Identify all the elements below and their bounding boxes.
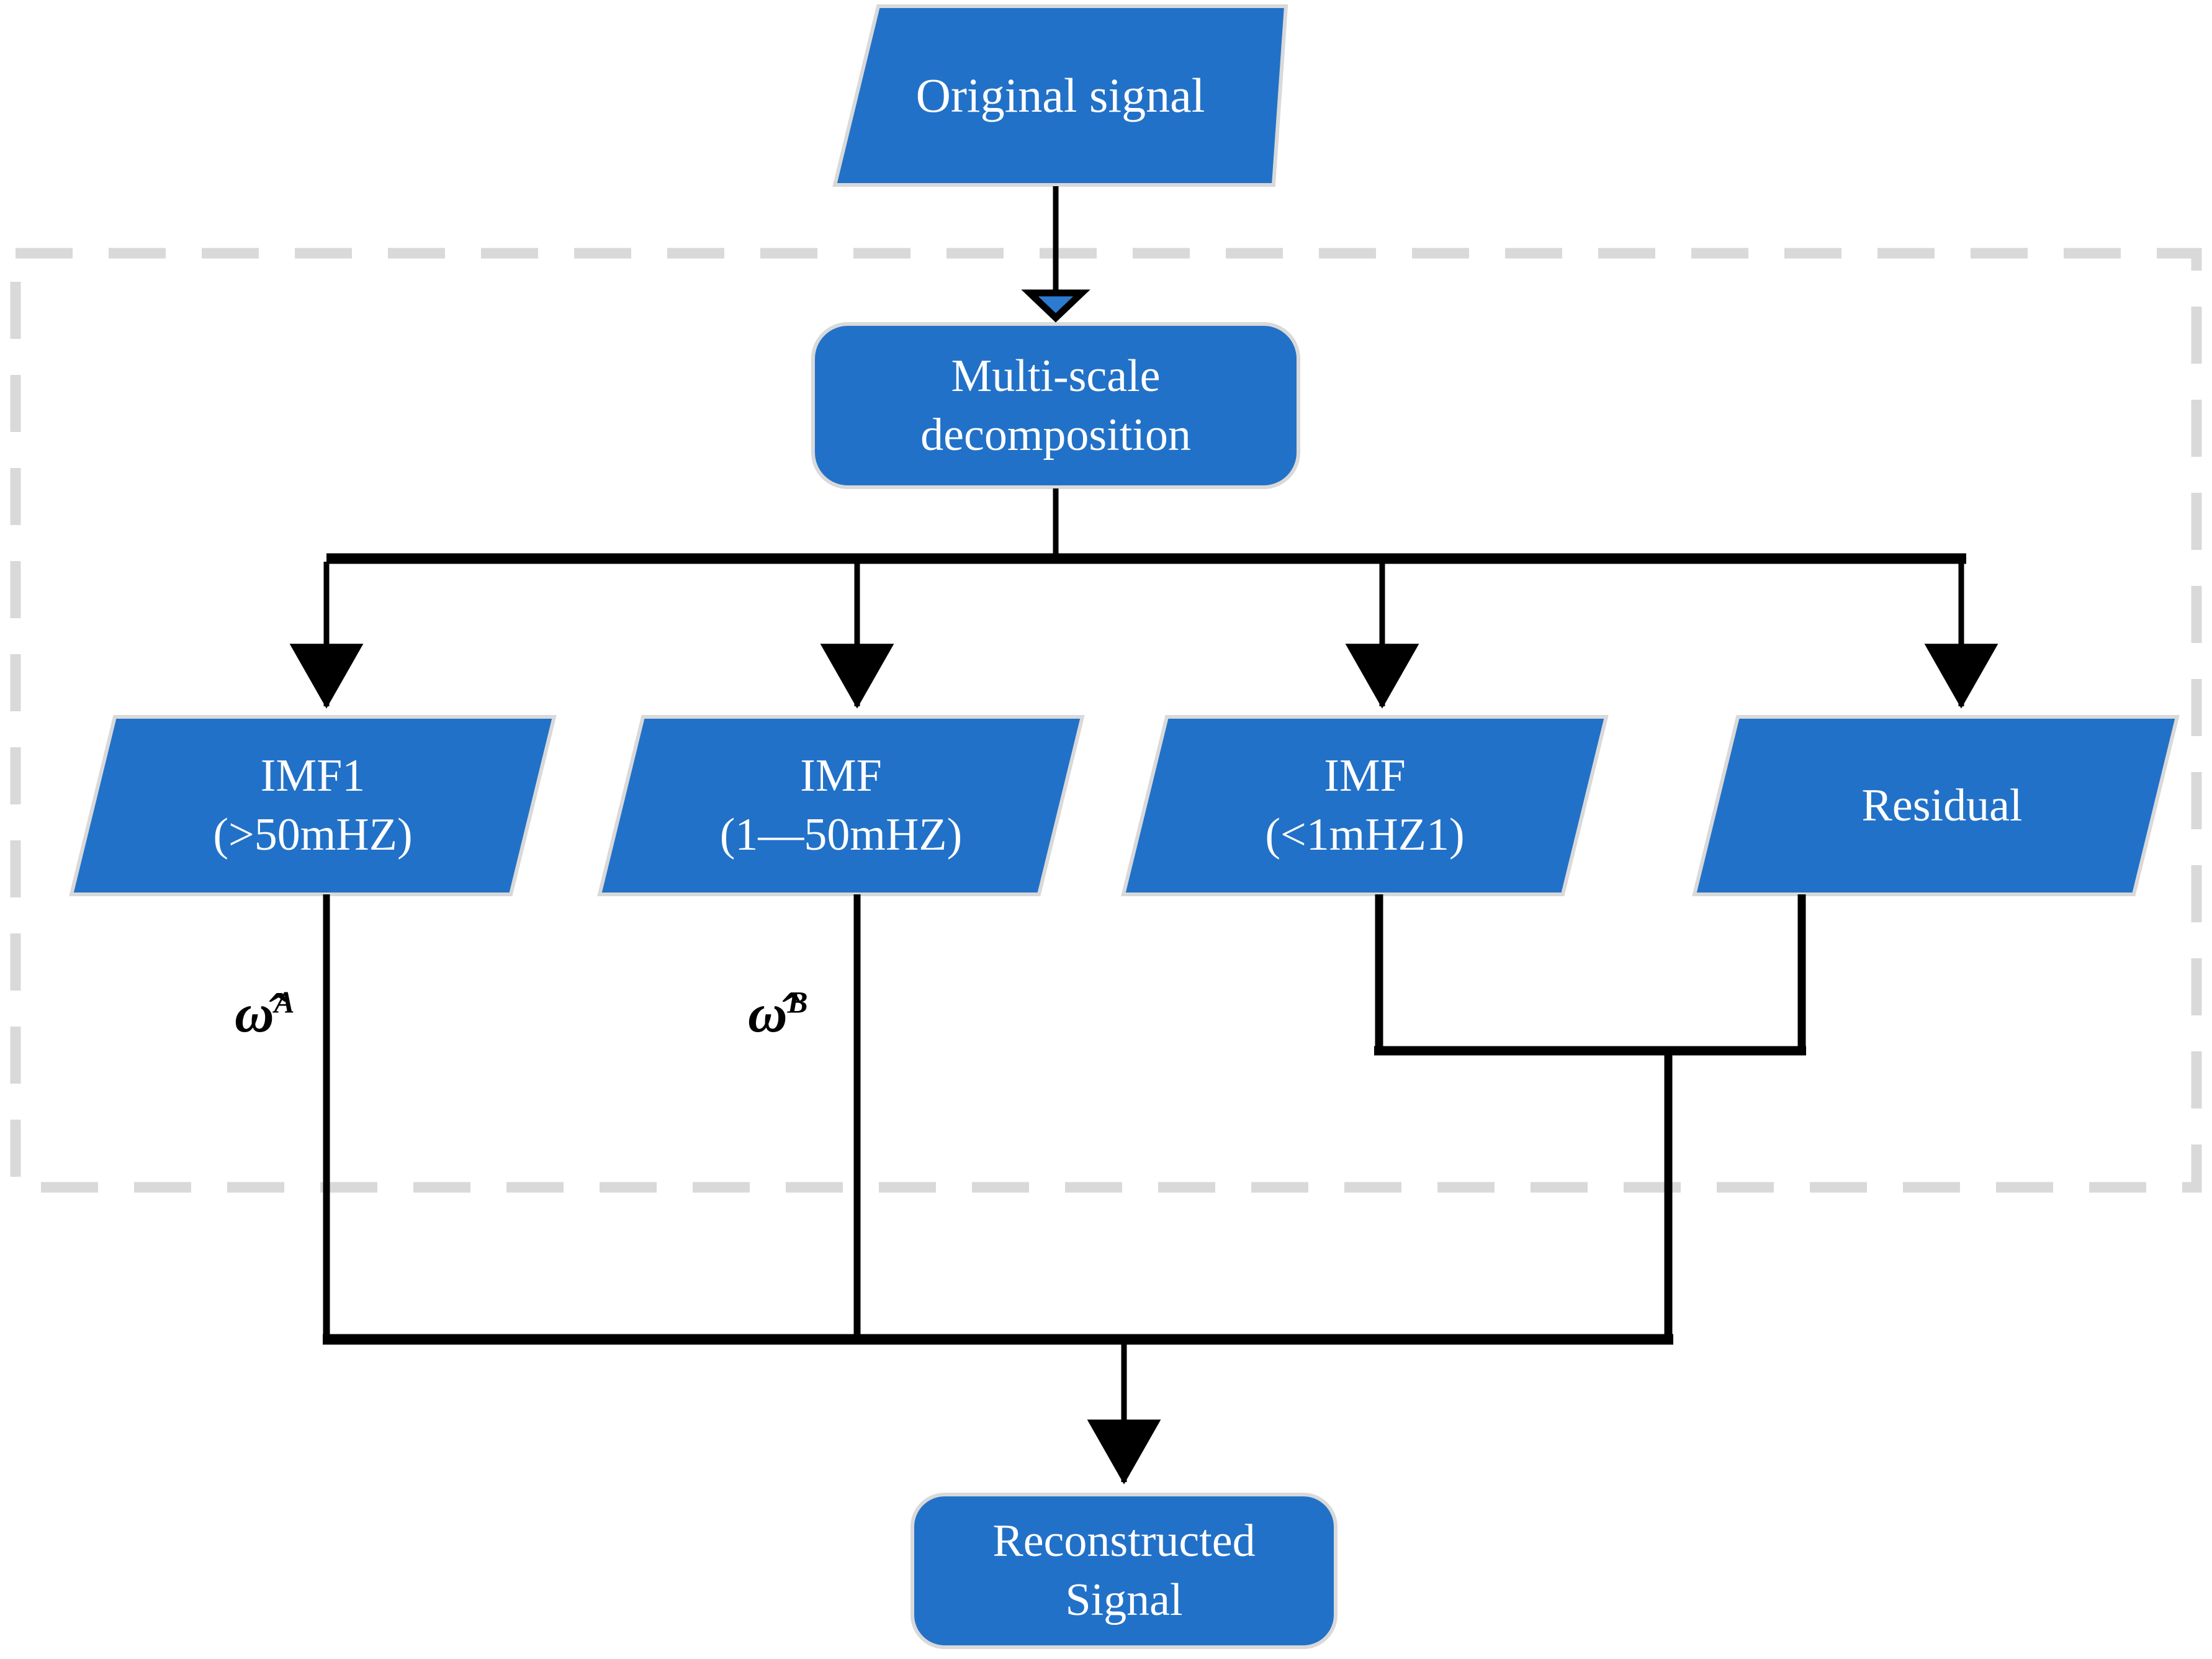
multi-scale-decomposition-shape[interactable] <box>811 322 1300 489</box>
reconstructed-signal-shape[interactable] <box>910 1493 1338 1649</box>
imf3-shape[interactable] <box>1121 715 1609 896</box>
omega-b-superscript: B <box>787 985 808 1020</box>
original-signal-shape[interactable] <box>832 4 1288 187</box>
omega-a-superscript: A <box>274 985 295 1020</box>
omega-b-base: ω̂ <box>748 984 788 1044</box>
residual-shape[interactable] <box>1692 715 2180 896</box>
imf1-shape[interactable] <box>69 715 557 896</box>
decomposition-group-box <box>10 248 2202 1193</box>
omega-a-label: ω̂A <box>235 987 295 1041</box>
imf2-shape[interactable] <box>597 715 1085 896</box>
omega-b-label: ω̂B <box>748 987 808 1041</box>
edge-original-to-decomposition-arrowhead <box>1021 289 1090 323</box>
omega-a-base: ω̂ <box>235 984 274 1044</box>
